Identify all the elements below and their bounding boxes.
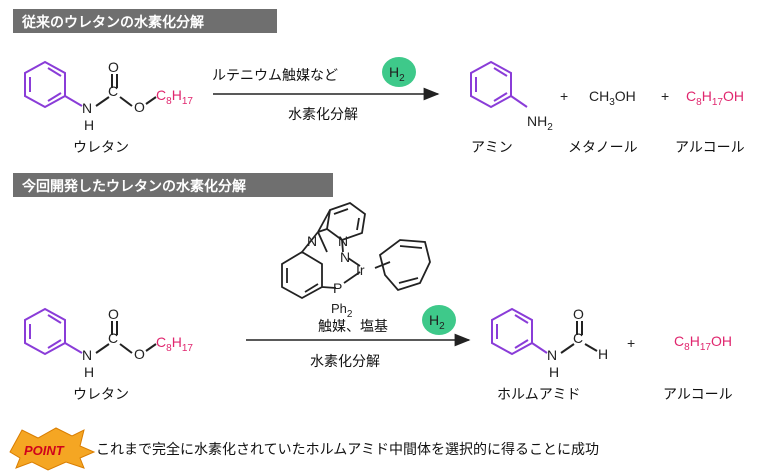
- product-alcohol-label-2: アルコール: [663, 387, 733, 403]
- nitrogen-atom: N: [82, 100, 92, 116]
- plus-sign-2: +: [661, 88, 669, 104]
- plus-sign-3: +: [627, 335, 635, 351]
- section1-condition-bottom: 水素化分解: [288, 107, 358, 123]
- aniline-structure: [470, 60, 528, 109]
- formamide-n-atom: N: [547, 347, 557, 363]
- carbon-atom-2: C: [108, 330, 118, 346]
- coordinating-n-atom: N: [340, 249, 350, 265]
- hydrogen-atom-2: H: [84, 364, 94, 380]
- section2-condition-bottom: 水素化分解: [310, 354, 380, 370]
- section2-reactant-label: ウレタン: [73, 387, 129, 403]
- product-methanol-label: メタノール: [568, 140, 638, 156]
- formamide-o-atom: O: [573, 306, 584, 322]
- octyl-group: C8H17: [156, 87, 193, 107]
- section1-condition-top: ルテニウム触媒など: [212, 68, 338, 84]
- section1-header: 従来のウレタンの水素化分解: [13, 9, 277, 33]
- octyl-group-2: C8H17: [156, 334, 193, 354]
- imidazole-n-atom: N: [338, 233, 348, 249]
- section2-header: 今回開発したウレタンの水素化分解: [13, 173, 333, 197]
- svg-text:H2: H2: [389, 64, 405, 84]
- diphenyl-group: Ph2: [331, 301, 353, 320]
- section2-header-bg: [13, 173, 333, 197]
- carbon-atom: C: [108, 83, 118, 99]
- formamide-h-atom: H: [598, 346, 608, 362]
- nitrogen-atom-2: N: [82, 347, 92, 363]
- oxygen-atom-2: O: [108, 306, 119, 322]
- imidazole-nh-atom: N: [307, 233, 317, 249]
- section2-header-text: 今回開発したウレタンの水素化分解: [21, 178, 246, 195]
- amine-group: NH2: [527, 113, 553, 133]
- product-alcohol-label: アルコール: [675, 140, 745, 156]
- ester-oxygen-atom-2: O: [134, 346, 145, 362]
- point-text: これまで完全に水素化されていたホルムアミド中間体を選択的に得ることに成功: [96, 441, 599, 458]
- section2-h2-badge: H2: [422, 305, 456, 335]
- svg-text:H2: H2: [429, 312, 445, 332]
- product-amine-label: アミン: [471, 140, 513, 156]
- alcohol-formula-2: C8H17OH: [674, 333, 732, 353]
- ester-oxygen-atom: O: [134, 99, 145, 115]
- section2-condition-top: 触媒、塩基: [318, 318, 388, 335]
- benzene-ring: [24, 60, 66, 109]
- iridium-catalyst-structure: [281, 201, 431, 300]
- product-formamide-label: ホルムアミド: [497, 387, 580, 403]
- section2-urethane-structure: [24, 307, 157, 356]
- methanol-formula: CH3OH: [589, 88, 636, 108]
- section1-reactant-label: ウレタン: [73, 140, 129, 156]
- phosphorus-atom: P: [333, 280, 342, 296]
- formamide-nh-atom: H: [549, 364, 559, 380]
- formamide-structure: [491, 307, 598, 356]
- section1-h2-badge: H2: [382, 57, 416, 87]
- section1-header-text: 従来のウレタンの水素化分解: [21, 14, 204, 31]
- hydrogen-atom: H: [84, 117, 94, 133]
- section1-header-bg: [13, 9, 277, 33]
- point-badge: POINT: [9, 427, 96, 471]
- point-badge-text: POINT: [24, 443, 65, 458]
- iridium-atom: Ir: [356, 262, 365, 278]
- oxygen-atom: O: [108, 59, 119, 75]
- plus-sign-1: +: [560, 88, 568, 104]
- section1-urethane-structure: [24, 60, 157, 109]
- alcohol-formula-1: C8H17OH: [686, 88, 744, 108]
- formamide-c-atom: C: [573, 330, 583, 346]
